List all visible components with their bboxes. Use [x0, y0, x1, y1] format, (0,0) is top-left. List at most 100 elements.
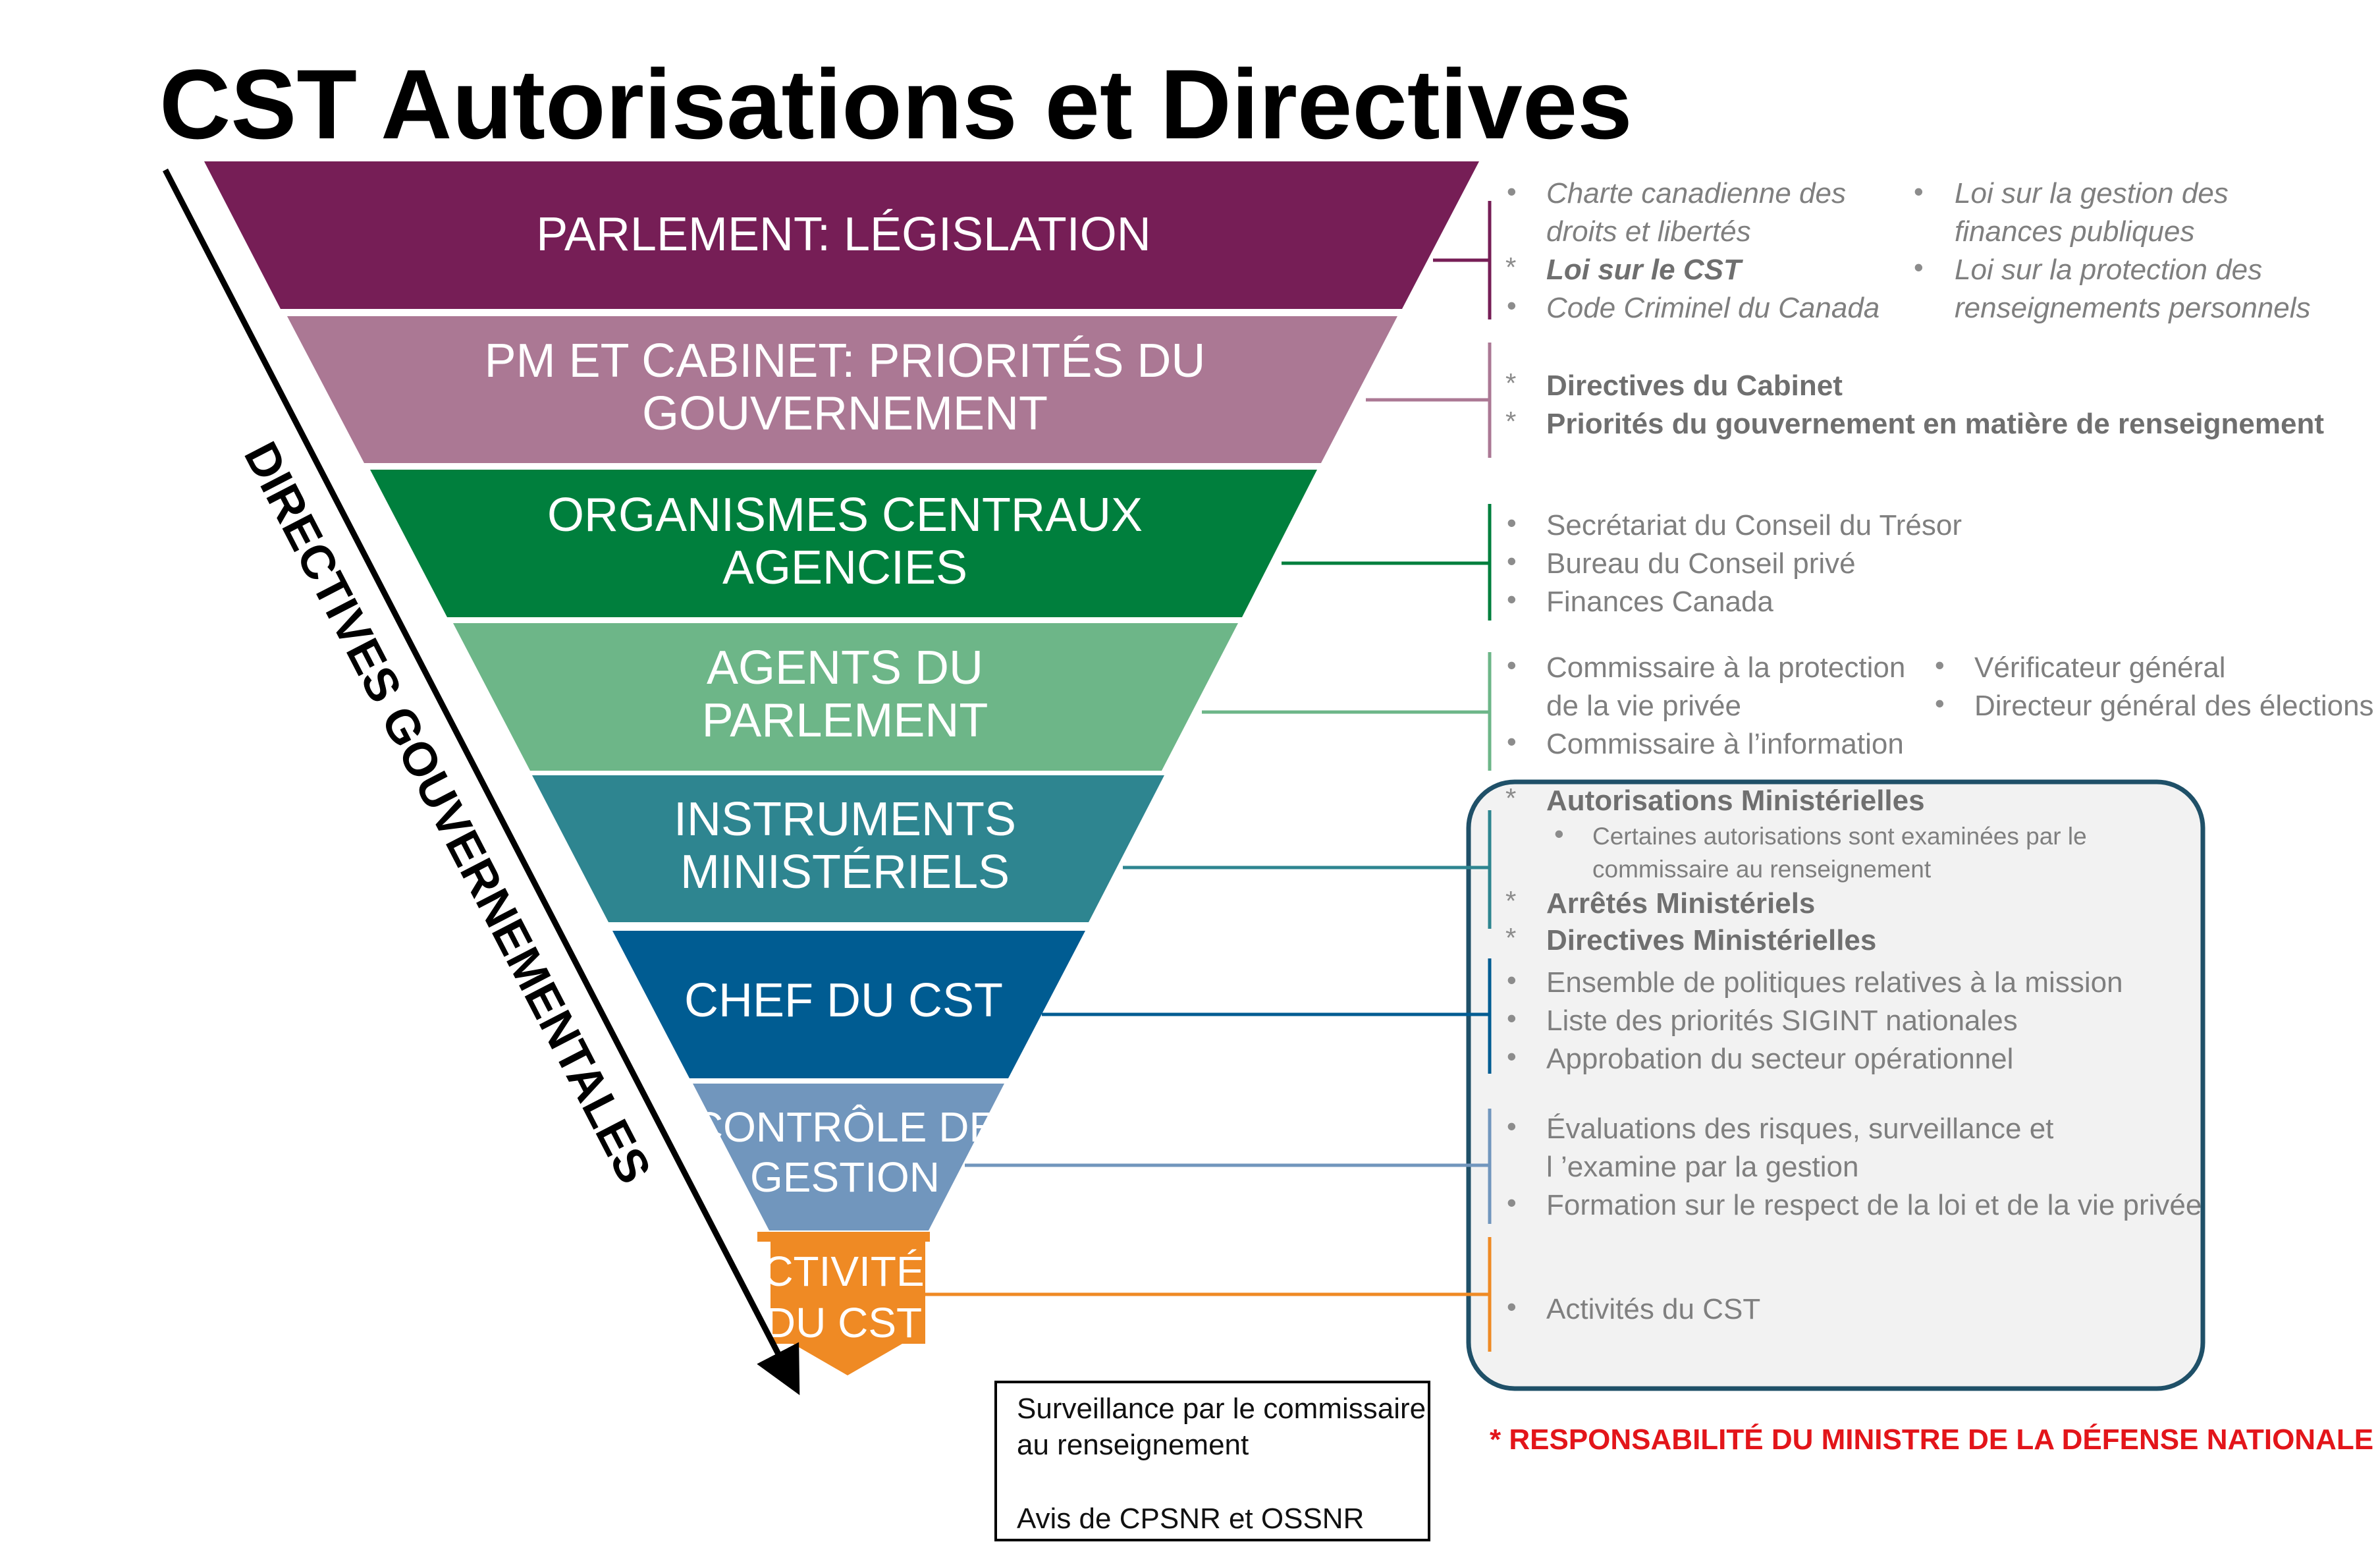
details-organismes: • Secrétariat du Conseil du Trésor • Bur…: [1507, 507, 1962, 618]
bullet-marker: *: [1505, 252, 1516, 283]
detail-text: Vérificateur général: [1974, 651, 2226, 684]
bullet-marker: •: [1507, 1291, 1517, 1322]
level-label-agents-1: AGENTS DU: [707, 642, 983, 694]
connectors: [925, 201, 1492, 1352]
level-band-organismes: [370, 470, 1317, 617]
oversight-note-line: au renseignement: [1017, 1429, 1249, 1461]
level-labels: PARLEMENT: LÉGISLATION PM ET CABINET: PR…: [485, 208, 1206, 1346]
level-band-parlement: [204, 161, 1479, 309]
detail-text: Commissaire à la protection: [1546, 651, 1905, 684]
connector-parlement: [1433, 201, 1492, 319]
level-label-instruments-1: INSTRUMENTS: [674, 793, 1016, 846]
connector-chef: [1042, 958, 1492, 1074]
detail-text: Directives Ministérielles: [1546, 924, 1876, 956]
bullet-marker: •: [1914, 176, 1924, 207]
connector-activites: [925, 1237, 1492, 1352]
bullet-marker: •: [1507, 649, 1517, 680]
bullet-marker: •: [1914, 252, 1924, 283]
detail-text: Évaluations des risques, surveillance et: [1546, 1113, 2053, 1145]
level-band-controle: [693, 1084, 1004, 1230]
bullet-marker: •: [1507, 1187, 1517, 1218]
bullet-marker: •: [1507, 1041, 1517, 1072]
connector-agents: [1202, 652, 1492, 771]
detail-text: Liste des priorités SIGINT nationales: [1546, 1005, 2018, 1037]
level-label-activites-2: DU CST: [765, 1299, 922, 1346]
bullet-marker: •: [1935, 649, 1945, 680]
oversight-note-frame: [994, 1381, 1430, 1541]
connector-instruments: [1123, 810, 1492, 929]
detail-text: de la vie privée: [1546, 690, 1741, 722]
level-label-cabinet-1: PM ET CABINET: PRIORITÉS DU: [485, 335, 1206, 387]
level-label-organismes-2: AGENCIES: [722, 541, 967, 594]
detail-text: Certaines autorisations sont examinées p…: [1592, 823, 2087, 850]
level-band-cabinet: [287, 316, 1397, 463]
bullet-marker: •: [1507, 545, 1517, 576]
bullet-marker: •: [1554, 818, 1564, 849]
detail-text: finances publiques: [1955, 215, 2194, 248]
detail-text: commissaire au renseignement: [1592, 856, 1932, 883]
details-chef: • Ensemble de politiques relatives à la …: [1507, 964, 2123, 1075]
bullet-marker: •: [1507, 584, 1517, 615]
bullet-marker: *: [1505, 885, 1516, 916]
level-band-agents: [453, 623, 1238, 771]
level-band-instruments: [532, 775, 1164, 922]
bullet-marker: *: [1505, 368, 1516, 399]
detail-text: Loi sur la protection des: [1955, 254, 2262, 286]
oversight-note: Surveillance par le commissaire au rense…: [994, 1381, 1430, 1541]
detail-text: l ’examine par la gestion: [1546, 1151, 1858, 1183]
bullet-marker: •: [1935, 688, 1945, 719]
detail-text: Approbation du secteur opérationnel: [1546, 1043, 2013, 1075]
page-title: CST Autorisations et Directives: [159, 49, 1633, 159]
level-label-chef: CHEF DU CST: [684, 974, 1003, 1027]
pyramid: [204, 161, 1479, 1375]
detail-text: droits et libertés: [1546, 215, 1751, 248]
bullet-marker: •: [1507, 1003, 1517, 1034]
details-instruments: * Autorisations Ministérielles • Certain…: [1505, 783, 2087, 956]
bullet-marker: *: [1505, 783, 1516, 814]
level-label-cabinet-2: GOUVERNEMENT: [642, 387, 1048, 440]
bullet-marker: •: [1507, 1111, 1517, 1142]
detail-text: Secrétariat du Conseil du Trésor: [1546, 509, 1962, 541]
level-label-controle-1: CONTRÔLE DE: [693, 1103, 997, 1151]
detail-text: Loi sur le CST: [1546, 254, 1743, 286]
details-agents: • Commissaire à la protection de la vie …: [1507, 649, 2374, 760]
detail-text: Activités du CST: [1546, 1293, 1760, 1325]
connector-cabinet: [1366, 343, 1492, 458]
detail-text: Bureau du Conseil privé: [1546, 547, 1856, 580]
detail-text: Charte canadienne des: [1546, 177, 1846, 209]
details-activites: • Activités du CST: [1507, 1291, 1760, 1325]
level-label-organismes-1: ORGANISMES CENTRAUX: [547, 489, 1143, 541]
connector-organismes: [1282, 504, 1492, 621]
bullet-marker: •: [1507, 726, 1517, 757]
directives-arrow: [163, 168, 800, 1395]
bullet-marker: •: [1507, 964, 1517, 995]
details-controle: • Évaluations des risques, surveillance …: [1507, 1111, 2202, 1221]
ministerial-responsibility-box: [1466, 779, 2205, 1391]
detail-text: Autorisations Ministérielles: [1546, 785, 1925, 817]
level-band-chef: [612, 931, 1085, 1078]
detail-text: Arrêtés Ministériels: [1546, 887, 1815, 920]
bullet-marker: •: [1507, 290, 1517, 321]
footnote: * RESPONSABILITÉ DU MINISTRE DE LA DÉFEN…: [1490, 1423, 2373, 1456]
level-label-activites-1: ACTIVITÉS: [735, 1248, 953, 1295]
bullet-marker: •: [1507, 507, 1517, 538]
connector-controle: [965, 1109, 1492, 1224]
detail-text: Directives du Cabinet: [1546, 370, 1843, 402]
level-label-agents-2: PARLEMENT: [702, 694, 988, 747]
detail-text: Ensemble de politiques relatives à la mi…: [1546, 966, 2123, 999]
detail-text: Finances Canada: [1546, 586, 1773, 618]
details-cabinet: * Directives du Cabinet * Priorités du g…: [1505, 368, 2324, 440]
detail-text: Formation sur le respect de la loi et de…: [1546, 1189, 2202, 1221]
detail-text: Priorités du gouvernement en matière de …: [1546, 408, 2324, 440]
oversight-note-line: Surveillance par le commissaire: [1017, 1393, 1426, 1425]
detail-text: Loi sur la gestion des: [1955, 177, 2229, 209]
level-label-parlement: PARLEMENT: LÉGISLATION: [536, 208, 1151, 261]
level-label-instruments-2: MINISTÉRIELS: [680, 846, 1010, 898]
detail-text: Directeur général des élections: [1974, 690, 2374, 722]
bullet-marker: *: [1505, 922, 1516, 953]
level-band-activites: [757, 1232, 930, 1375]
oversight-note-line: Avis de CPSNR et OSSNR: [1017, 1503, 1364, 1535]
bullet-marker: •: [1507, 176, 1517, 207]
bullet-marker: *: [1505, 406, 1516, 437]
